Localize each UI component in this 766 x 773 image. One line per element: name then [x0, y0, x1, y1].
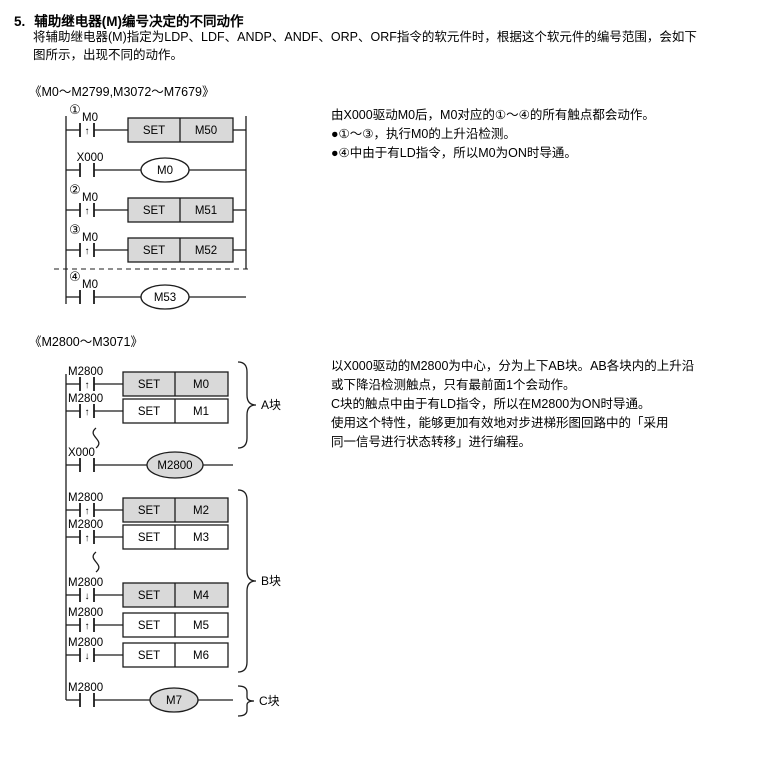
contact-label: M0: [82, 232, 98, 244]
set-target: M2: [193, 505, 209, 517]
ladder-rung-2: X000 M0: [66, 152, 246, 183]
block-c-label: C块: [259, 694, 280, 708]
intro-line: 图所示，出现不同的动作。: [33, 47, 184, 62]
set-label: SET: [143, 205, 165, 217]
contact-label: M2800: [68, 577, 103, 589]
note-line: 以X000驱动的M2800为中心，分为上下AB块。AB各块内的上升沿: [331, 359, 695, 373]
intro-line: 将辅助继电器(M)指定为LDP、LDF、ANDP、ANDF、ORP、ORF指令的…: [33, 30, 697, 44]
rising-edge-icon: ↑: [85, 206, 90, 217]
block-a-label: A块: [261, 398, 281, 412]
circled-number: ③: [69, 222, 81, 237]
contact-label: X000: [77, 152, 104, 164]
continuation-squiggle: [92, 551, 100, 573]
block-b-label: B块: [261, 574, 281, 588]
ladder-rung-5: ④ M0 M53: [66, 269, 246, 310]
set-label: SET: [138, 505, 160, 517]
note-line: ●①～③，执行M0的上升沿检测。: [331, 127, 516, 141]
set-target: M0: [193, 379, 209, 391]
set-label: SET: [138, 590, 160, 602]
set-target: M52: [195, 245, 217, 257]
note-line: 同一信号进行状态转移」进行编程。: [331, 435, 532, 449]
ladder-rung-7: M2800 ↑ SET M5: [66, 607, 229, 638]
continuation-squiggle: [92, 427, 100, 449]
ladder-rung-6: M2800 ↓ SET M4: [66, 577, 229, 608]
set-target: M3: [193, 532, 209, 544]
ladder-rung-1: M2800 ↑ SET M0: [66, 366, 229, 397]
contact-label: M0: [82, 112, 98, 124]
contact-label: M2800: [68, 366, 103, 378]
set-label: SET: [138, 620, 160, 632]
rising-edge-icon: ↑: [85, 246, 90, 257]
block-b-brace: [237, 489, 257, 673]
ladder-rung-8: M2800 ↓ SET M6: [66, 637, 229, 668]
note-line: 使用这个特性，能够更加有效地对步进梯形图回路中的「采用: [331, 416, 669, 430]
set-target: M1: [193, 406, 209, 418]
diagram1-caption: 《M0～M2799,M3072～M7679》: [29, 85, 215, 99]
rising-edge-icon: ↑: [85, 407, 90, 418]
contact-label: M2800: [68, 519, 103, 531]
set-label: SET: [143, 125, 165, 137]
diagram1-notes: 由X000驱动M0后，M0对应的①～④的所有触点都会动作。 ●①～③，执行M0的…: [331, 106, 655, 163]
circled-number: ①: [69, 102, 81, 117]
circled-number: ④: [69, 269, 81, 284]
rising-edge-icon: ↑: [85, 126, 90, 137]
set-label: SET: [138, 532, 160, 544]
section-title: 辅助继电器(M)编号决定的不同动作: [34, 14, 244, 29]
contact-label: M2800: [68, 607, 103, 619]
section-number: 5.: [14, 14, 26, 29]
note-line: 或下降沿检测触点，只有最前面1个会动作。: [331, 378, 576, 392]
rising-edge-icon: ↑: [85, 533, 90, 544]
set-label: SET: [138, 379, 160, 391]
rising-edge-icon: ↑: [85, 380, 90, 391]
intro-paragraph: 将辅助继电器(M)指定为LDP、LDF、ANDP、ANDF、ORP、ORF指令的…: [33, 29, 697, 64]
section-heading: 5. 辅助继电器(M)编号决定的不同动作: [14, 10, 244, 30]
diagram2-caption: 《M2800～M3071》: [29, 335, 143, 349]
contact-label: M0: [82, 279, 98, 291]
ladder-diagram-1: ① M0 ↑ SET M50 X000 M0 ② M0: [54, 102, 250, 310]
ladder-rung-4: ③ M0 ↑ SET M52: [66, 222, 246, 263]
coil-label: M2800: [157, 460, 192, 472]
set-label: SET: [143, 245, 165, 257]
set-target: M51: [195, 205, 217, 217]
contact-label: M0: [82, 192, 98, 204]
diagram2-notes: 以X000驱动的M2800为中心，分为上下AB块。AB各块内的上升沿 或下降沿检…: [331, 357, 694, 452]
contact-label: M2800: [68, 492, 103, 504]
coil-label: M0: [157, 165, 173, 177]
falling-edge-icon: ↓: [85, 651, 90, 662]
ladder-rung-1: ① M0 ↑ SET M50: [66, 102, 246, 143]
contact-label: M2800: [68, 682, 103, 694]
note-line: ●④中由于有LD指令，所以M0为ON时导通。: [331, 146, 577, 160]
set-target: M50: [195, 125, 217, 137]
ladder-rung-2: M2800 ↑ SET M1: [66, 393, 229, 424]
contact-label: M2800: [68, 637, 103, 649]
contact-label: M2800: [68, 393, 103, 405]
set-target: M6: [193, 650, 209, 662]
coil-label: M53: [154, 292, 176, 304]
rising-edge-icon: ↑: [85, 506, 90, 517]
note-line: 由X000驱动M0后，M0对应的①～④的所有触点都会动作。: [331, 108, 655, 122]
block-c-brace: [237, 685, 255, 717]
set-target: M5: [193, 620, 209, 632]
circled-number: ②: [69, 182, 81, 197]
ladder-rung-9: M2800 M7: [66, 682, 233, 713]
set-target: M4: [193, 590, 210, 602]
note-line: C块的触点中由于有LD指令，所以在M2800为ON时导通。: [331, 397, 651, 411]
rising-edge-icon: ↑: [85, 621, 90, 632]
ladder-diagram-2: M2800 ↑ SET M0 M2800 ↑ SET M1: [65, 361, 281, 717]
falling-edge-icon: ↓: [85, 591, 90, 602]
set-label: SET: [138, 650, 160, 662]
coil-label: M7: [166, 695, 182, 707]
set-label: SET: [138, 406, 160, 418]
contact-label: X000: [68, 447, 95, 459]
ladder-rung-3: X000 M2800: [66, 447, 233, 479]
block-a-brace: [237, 361, 257, 449]
ladder-rung-4: M2800 ↑ SET M2: [66, 492, 229, 523]
ladder-rung-5: M2800 ↑ SET M3: [66, 519, 229, 550]
ladder-rung-3: ② M0 ↑ SET M51: [66, 182, 246, 223]
